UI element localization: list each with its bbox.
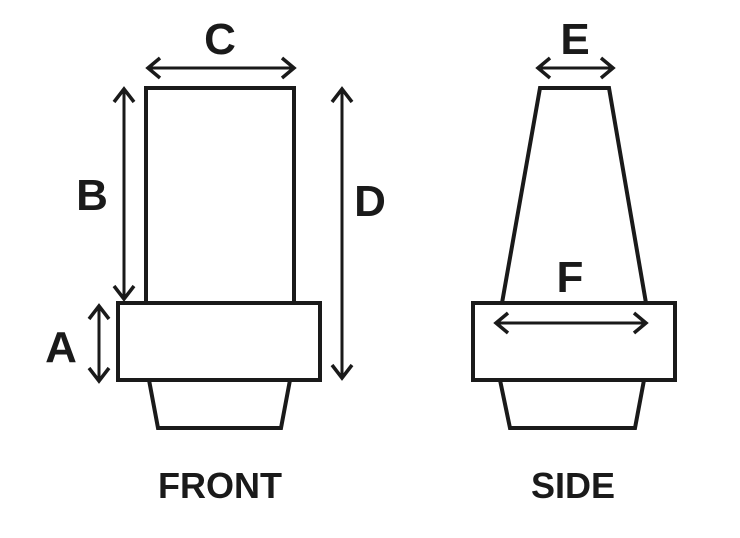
dimension-b-label: B: [76, 171, 108, 220]
dimension-a-arrow: [87, 303, 111, 384]
front-collar: [116, 301, 322, 382]
dimension-c-arrow: [145, 56, 297, 80]
front-upper-body: [144, 86, 296, 306]
front-view: [116, 86, 322, 430]
side-foot: [497, 378, 647, 430]
dimension-c-label: C: [204, 15, 236, 64]
front-view-label: FRONT: [158, 465, 282, 506]
front-foot: [146, 378, 293, 430]
dimension-a-label: A: [45, 323, 77, 372]
dimension-b-arrow: [112, 86, 136, 302]
side-collar: [471, 301, 677, 382]
dimension-f-label: F: [557, 253, 584, 302]
dimension-e-label: E: [560, 15, 589, 64]
dimension-f-arrow: [493, 311, 649, 335]
dimension-d-label: D: [354, 177, 386, 226]
side-view-label: SIDE: [531, 465, 615, 506]
dimension-d-arrow: [330, 86, 354, 381]
dimension-e-arrow: [535, 56, 616, 80]
